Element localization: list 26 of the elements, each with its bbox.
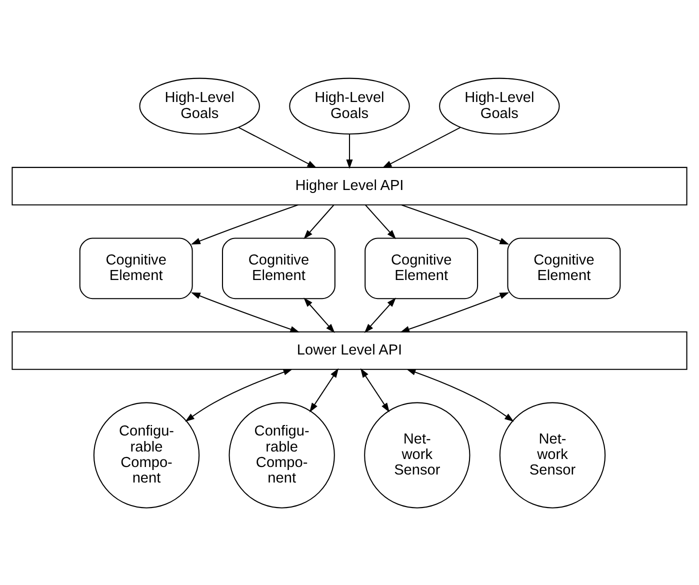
arrow [304,297,335,333]
arrow [382,126,461,168]
node-circle: Net- work Sensor [499,402,606,508]
arrow [400,292,510,332]
arrow [238,126,317,168]
node-box: Higher Level API [12,166,688,205]
arrow [364,297,396,333]
node-box: Lower Level API [12,330,688,370]
node-box: Cognitive Element [507,237,621,299]
arrow [346,134,353,168]
node-ellipse: High-Level Goals [289,77,410,134]
node-box: Cognitive Element [364,237,478,299]
node-circle: Configu- rable Compo- nent [93,402,200,508]
node-box: Cognitive Element [222,237,336,299]
arrow [190,292,300,332]
arrow [190,204,298,244]
arrow [304,204,334,239]
node-box: Cognitive Element [79,237,193,299]
node-ellipse: High-Level Goals [139,77,260,134]
node-ellipse: High-Level Goals [439,77,560,134]
arrow [365,204,396,239]
arrow [401,204,510,244]
arrow [310,368,339,412]
arrow [185,368,293,422]
arrow [406,368,514,422]
arrow [360,368,390,412]
